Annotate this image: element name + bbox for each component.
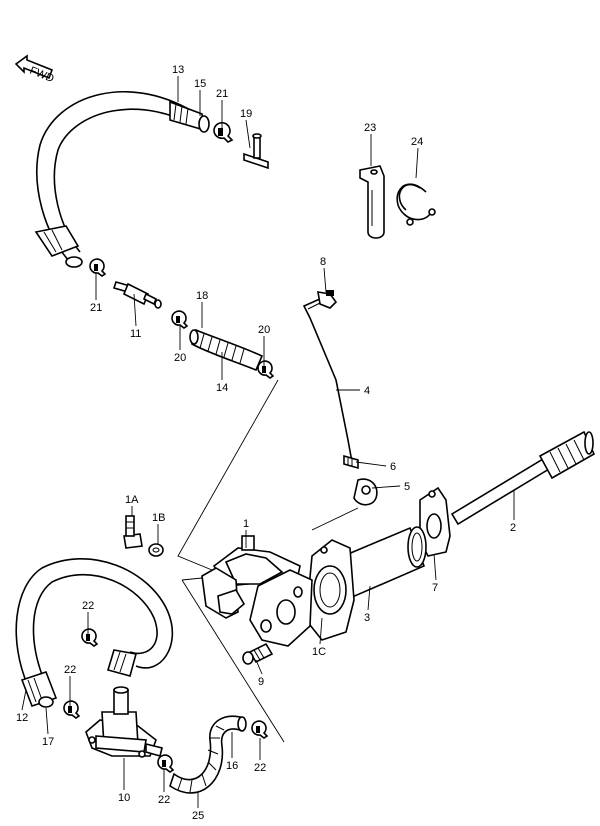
callout-9: 9: [258, 676, 264, 688]
callout-16: 16: [226, 760, 238, 772]
screw: [242, 642, 274, 665]
hose-clip-right: [257, 360, 275, 379]
callout-18: 18: [196, 290, 208, 302]
shaft: [450, 430, 596, 526]
callout-6: 6: [390, 461, 396, 473]
callout-13: 13: [172, 64, 184, 76]
callout-22-left: 22: [64, 664, 76, 676]
callout-20-left: 20: [174, 352, 186, 364]
fuel-pump: [85, 686, 163, 758]
callout-15: 15: [194, 78, 206, 90]
callout-24: 24: [411, 136, 423, 148]
hose-clip-upper: [213, 121, 234, 143]
callout-21-upper: 21: [216, 88, 228, 100]
callout-23: 23: [364, 122, 376, 134]
washer: [148, 543, 164, 557]
callout-1b: 1B: [152, 512, 165, 524]
callout-19: 19: [240, 108, 252, 120]
callout-17: 17: [42, 736, 54, 748]
callout-1a: 1A: [125, 494, 139, 506]
corrugated-hose: [189, 328, 264, 372]
callout-11: 11: [130, 328, 141, 340]
fwd-label: FWD: [28, 65, 56, 86]
callout-20-right: 20: [258, 324, 270, 336]
carburetor-body: [201, 535, 313, 647]
bolt: [123, 515, 143, 549]
hose-clip-lower-c: [157, 754, 175, 773]
callout-8: 8: [320, 256, 326, 268]
spring-clip-ring: [396, 183, 436, 226]
callout-22-upper: 22: [82, 600, 94, 612]
fuel-filter: [112, 281, 162, 309]
choke-rod: [302, 290, 378, 506]
carburetor-flange: [305, 539, 355, 641]
callout-4: 4: [364, 385, 370, 397]
lower-fuel-hose: [15, 558, 174, 708]
pump-outlet-hose: [169, 715, 247, 794]
leader-lines: [21, 76, 515, 808]
callout-10: 10: [118, 792, 130, 804]
callout-3: 3: [364, 612, 370, 624]
callout-5: 5: [404, 481, 410, 493]
hose-clip-mid: [171, 310, 189, 329]
hose-clip-lower-b: [63, 700, 81, 719]
callout-22-right: 22: [254, 762, 266, 774]
upper-fuel-hose: [34, 91, 210, 268]
hose-clip-lower-a: [81, 628, 99, 647]
hose-clip-lower-d: [251, 720, 269, 739]
callout-7: 7: [432, 582, 438, 594]
hose-clip-left: [89, 258, 107, 277]
callout-25: 25: [192, 810, 204, 822]
callout-21-left: 21: [90, 302, 102, 314]
t-joint-connector: [243, 133, 269, 170]
callout-12: 12: [16, 712, 28, 724]
callout-2: 2: [510, 522, 516, 534]
assembly-outline: [177, 379, 359, 743]
fwd-arrow-icon: FWD: [14, 54, 56, 86]
callout-14: 14: [216, 382, 228, 394]
callout-1: 1: [243, 518, 249, 530]
hose-bracket: [359, 165, 385, 239]
callout-22-bottom: 22: [158, 794, 170, 806]
callout-1c: 1C: [312, 646, 326, 658]
callout-labels: 13 15 21 19 23 24 21 11 18 20 20 14 8 4 …: [16, 64, 516, 822]
